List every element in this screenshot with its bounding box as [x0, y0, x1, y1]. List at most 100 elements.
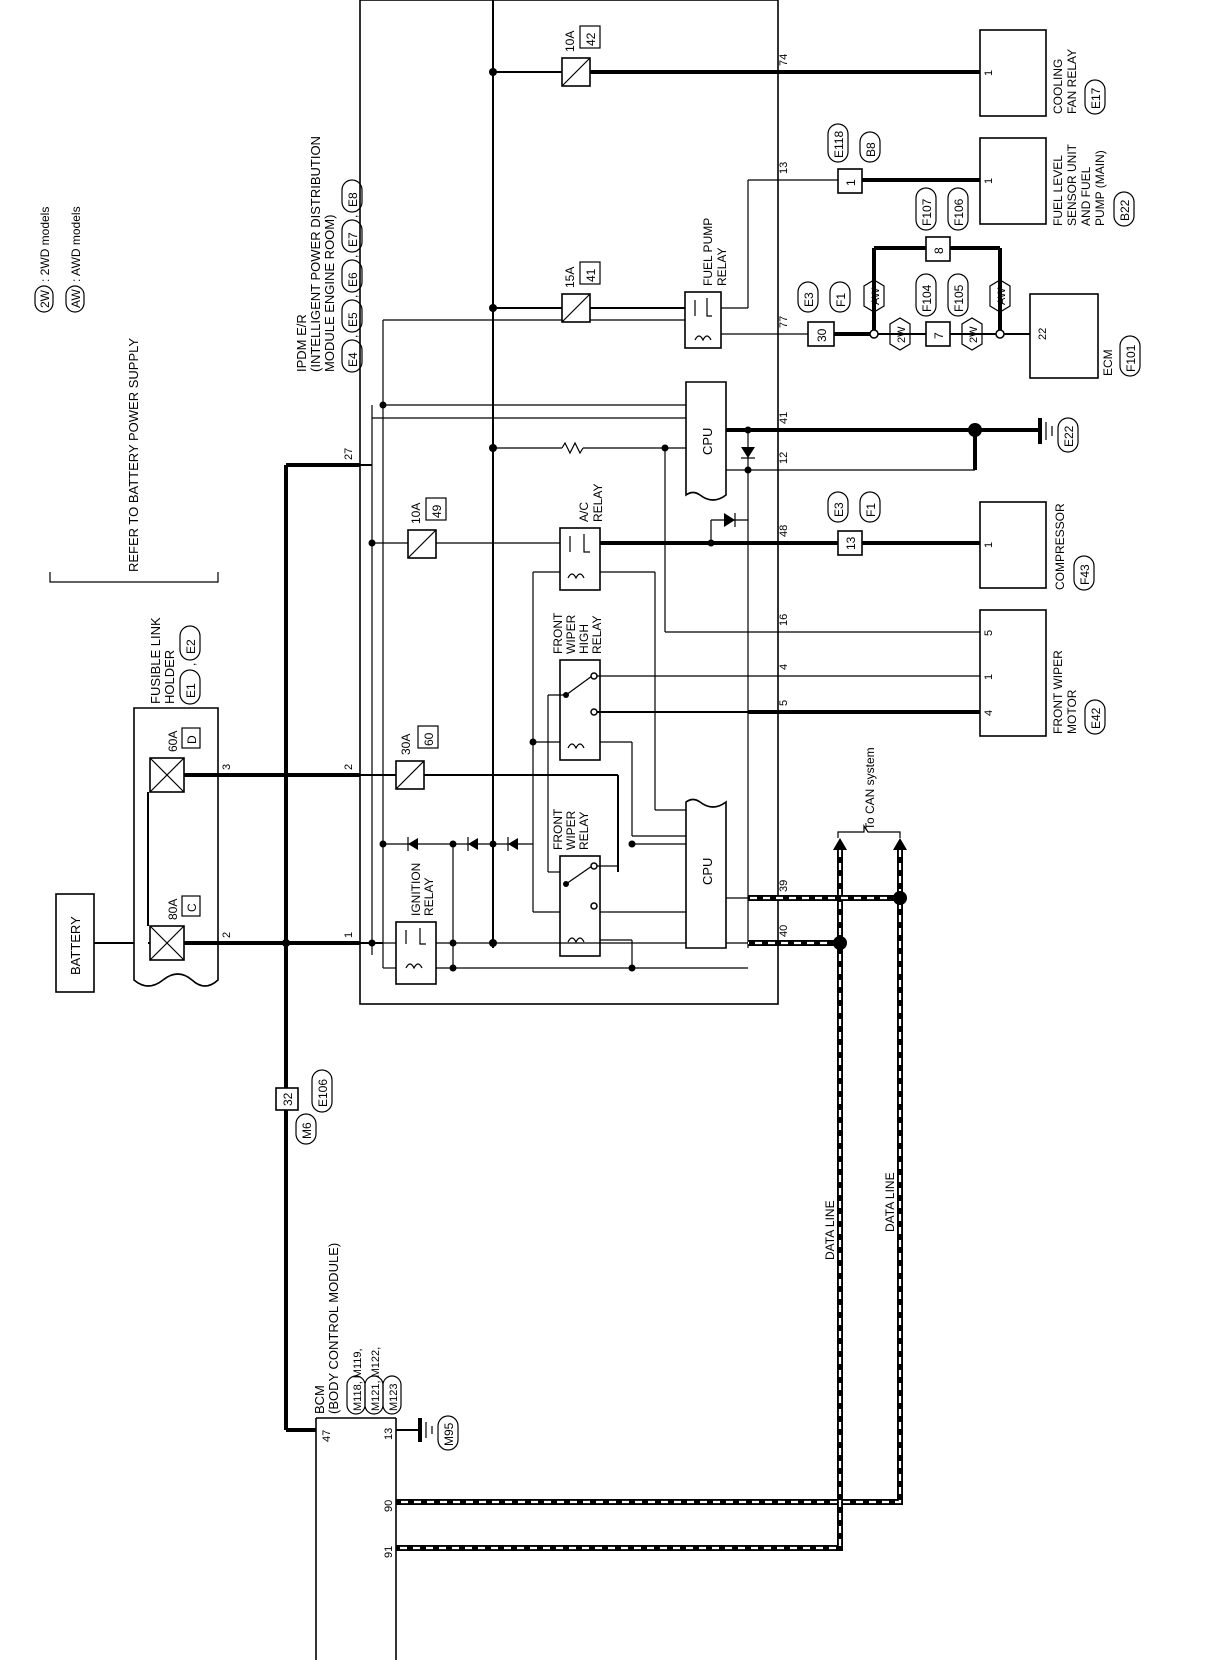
svg-text:BCM: BCM	[312, 1385, 327, 1414]
compressor: 1 COMPRESSOR F43	[979, 501, 1095, 591]
svg-text:FRONT: FRONT	[551, 808, 565, 850]
junction-32: 32 E106 M6	[275, 1069, 333, 1145]
svg-text:12: 12	[778, 452, 790, 464]
svg-text:77: 77	[778, 316, 790, 328]
svg-text:E3: E3	[802, 292, 816, 307]
cpu-lower: CPU	[685, 798, 727, 949]
svg-text:RELAY: RELAY	[715, 248, 729, 286]
svg-text:CPU: CPU	[700, 428, 715, 455]
svg-text:E3: E3	[832, 502, 846, 517]
svg-text:FAN RELAY: FAN RELAY	[1065, 49, 1079, 114]
svg-text:2W: 2W	[896, 326, 908, 343]
junction-8: 8 F107 F106	[915, 187, 969, 262]
junction-13: 13 E3 F1	[827, 491, 881, 556]
svg-text:RELAY: RELAY	[591, 484, 605, 522]
svg-text:FUEL LEVEL: FUEL LEVEL	[1051, 155, 1065, 226]
svg-text:41: 41	[584, 268, 598, 282]
svg-text:47: 47	[321, 1430, 333, 1442]
svg-text:F104: F104	[920, 284, 934, 312]
svg-text:F1: F1	[834, 293, 848, 307]
svg-text:E17: E17	[1089, 87, 1103, 109]
svg-text:ECM: ECM	[1101, 349, 1115, 376]
svg-text:49: 49	[430, 504, 444, 518]
svg-text:F43: F43	[1078, 564, 1092, 585]
svg-text:22: 22	[1037, 328, 1049, 340]
svg-text:FRONT WIPER: FRONT WIPER	[1051, 650, 1065, 734]
svg-text:COMPRESSOR: COMPRESSOR	[1053, 503, 1067, 590]
svg-text:10A: 10A	[409, 503, 423, 524]
svg-text:13: 13	[778, 162, 790, 174]
svg-text:FUSIBLE LINK: FUSIBLE LINK	[148, 617, 163, 704]
svg-text:(INTELLIGENT POWER DISTRIBUTIO: (INTELLIGENT POWER DISTRIBUTION	[308, 136, 323, 372]
svg-text:E106: E106	[316, 1079, 330, 1107]
svg-text:(BODY CONTROL MODULE): (BODY CONTROL MODULE)	[326, 1243, 341, 1414]
svg-text:39: 39	[778, 880, 790, 892]
svg-text:E8: E8	[346, 192, 360, 207]
svg-text:MOTOR: MOTOR	[1065, 689, 1079, 734]
supply-note: REFER TO BATTERY POWER SUPPLY	[126, 338, 141, 572]
svg-text:,: ,	[184, 663, 198, 666]
junction-1: 1 E118 B8	[827, 123, 881, 194]
svg-text:2: 2	[343, 764, 355, 770]
junction-7: 7 F104 F105	[915, 273, 969, 347]
svg-text:WIPER: WIPER	[564, 810, 578, 850]
svg-text:1: 1	[983, 178, 995, 184]
svg-text:F107: F107	[920, 198, 934, 226]
svg-text:M118, M119,: M118, M119,	[352, 1348, 364, 1411]
svg-text:13: 13	[383, 1428, 395, 1440]
svg-text:4: 4	[983, 710, 995, 716]
svg-text:F105: F105	[952, 284, 966, 312]
ground-e22: E22	[1038, 417, 1079, 453]
svg-text:2: 2	[221, 932, 233, 938]
svg-text:BATTERY: BATTERY	[68, 916, 83, 975]
svg-text:F1: F1	[864, 503, 878, 517]
front-wiper-motor: 5 1 4 FRONT WIPER MOTOR E42	[979, 609, 1106, 737]
ecm: 22 ECM F101	[1029, 293, 1141, 379]
svg-text:1: 1	[343, 932, 355, 938]
to-can-label: To CAN system	[863, 747, 877, 830]
svg-text:M6: M6	[300, 1122, 314, 1139]
svg-text:M123: M123	[388, 1383, 400, 1411]
svg-text:32: 32	[281, 1092, 295, 1106]
svg-text:10A: 10A	[563, 31, 577, 52]
fusible-link-holder: FUSIBLE LINK HOLDER E1 , E2 60A D 80A C	[133, 617, 219, 987]
svg-text:E5: E5	[346, 312, 360, 327]
legend-awd: : AWD models	[69, 206, 83, 282]
svg-text:IPDM E/R: IPDM E/R	[294, 314, 309, 372]
svg-text:2W: 2W	[38, 289, 52, 308]
svg-text:F106: F106	[952, 198, 966, 226]
svg-text:C: C	[185, 903, 199, 912]
junction-30: 30 E3 F1	[797, 281, 851, 347]
svg-text:8: 8	[932, 247, 946, 254]
tag-2w-2: 2W	[961, 317, 983, 351]
svg-text:B8: B8	[864, 142, 878, 157]
svg-text:30: 30	[815, 328, 829, 342]
svg-text:E4: E4	[346, 352, 360, 367]
svg-text:M95: M95	[442, 1422, 456, 1446]
diode-3	[507, 837, 518, 851]
fuse-15a-41: 15A 41	[493, 261, 685, 323]
svg-text:COOLING: COOLING	[1051, 59, 1065, 114]
svg-text:E7: E7	[346, 232, 360, 247]
svg-text:HOLDER: HOLDER	[162, 650, 177, 704]
ac-relay: A/C RELAY	[532, 484, 980, 912]
svg-text:7: 7	[932, 332, 946, 339]
svg-text:60A: 60A	[166, 731, 180, 752]
fuel-level-sensor-unit: 1 FUEL LEVEL SENSOR UNIT AND FUEL PUMP (…	[979, 137, 1135, 227]
svg-text:M121, M122,: M121, M122,	[370, 1347, 382, 1411]
svg-text:40: 40	[778, 925, 790, 937]
svg-text:RELAY: RELAY	[590, 616, 604, 654]
svg-text:A/C: A/C	[577, 502, 591, 522]
supply-bracket	[49, 572, 219, 583]
svg-text:E2: E2	[184, 639, 198, 654]
svg-text:27: 27	[343, 448, 355, 460]
fuel-pump-relay: FUEL PUMP RELAY	[684, 179, 840, 349]
svg-text:30A: 30A	[399, 734, 413, 755]
svg-text:60: 60	[422, 732, 436, 746]
svg-text:AW: AW	[69, 288, 83, 308]
svg-text:1: 1	[983, 70, 995, 76]
svg-text:FRONT: FRONT	[551, 612, 565, 654]
tag-aw-1: AW	[863, 279, 885, 313]
svg-text:CPU: CPU	[700, 858, 715, 885]
